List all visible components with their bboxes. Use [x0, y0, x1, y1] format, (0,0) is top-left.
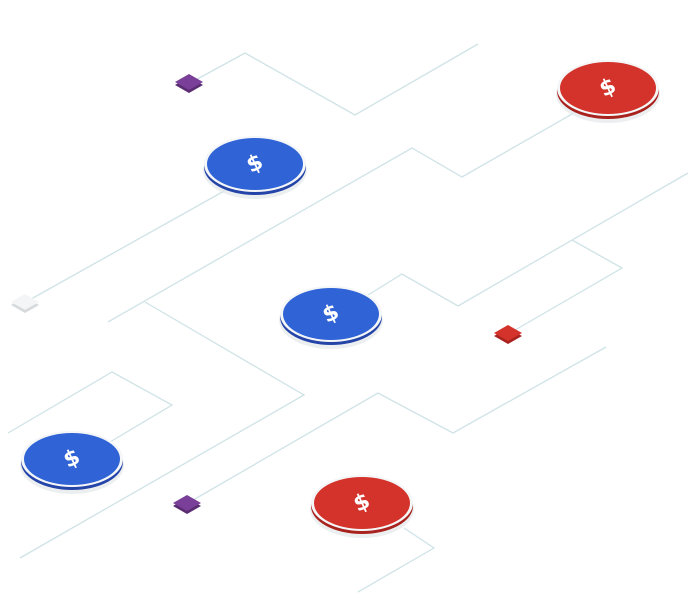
circuit-line [187, 346, 607, 504]
circuit-line [367, 172, 689, 307]
circuit-lines [7, 43, 689, 593]
circuit-nodes [11, 74, 522, 514]
coins: $ $ $ $ $ [20, 60, 660, 538]
node-red-right [494, 325, 522, 344]
circuit-line [107, 97, 601, 323]
circuit-line [7, 371, 174, 443]
coin-blue-upper: $ [203, 136, 307, 199]
circuit-line [509, 239, 624, 334]
coin-blue-lower-left: $ [20, 431, 124, 494]
circuit-line [357, 527, 436, 593]
coin-red-bottom: $ [310, 475, 414, 538]
node-purple-top [175, 74, 203, 93]
node-purple-bottom [173, 495, 201, 514]
coin-red-top-right: $ [556, 60, 660, 123]
circuit-line [189, 43, 479, 116]
circuit-line [23, 189, 227, 304]
coin-blue-center: $ [279, 286, 383, 349]
node-white-left [11, 294, 39, 313]
circuit-line [19, 301, 306, 559]
